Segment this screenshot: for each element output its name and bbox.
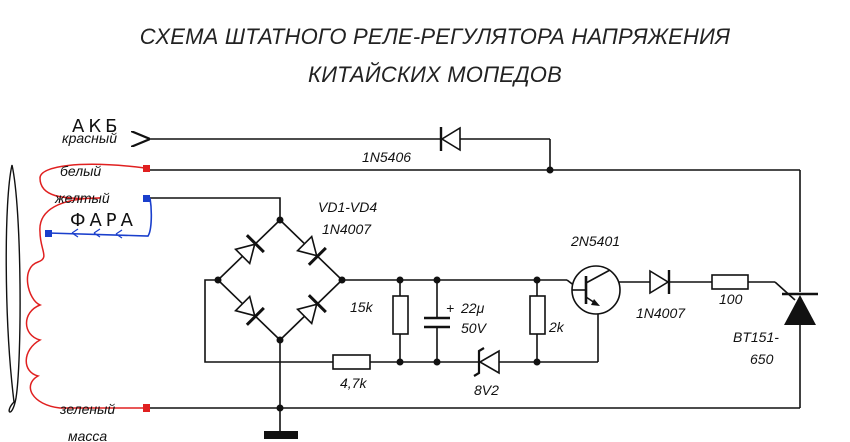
resistor-4k7	[332, 354, 371, 370]
label-diode-out: 1N4007	[636, 305, 686, 321]
terminal-fara	[45, 230, 52, 237]
label-cap-value: 22μ	[460, 300, 485, 316]
terminal-yellow	[143, 195, 150, 202]
resistor-100	[711, 274, 749, 290]
terminal-white	[143, 165, 150, 172]
zener-8v2	[473, 347, 500, 377]
label-bridge-name: VD1-VD4	[318, 199, 377, 215]
label-resistor-2k: 2k	[548, 319, 565, 335]
resistor-2k	[529, 295, 546, 335]
wire-bridge-left	[204, 279, 333, 363]
bridge-rectifier	[217, 219, 343, 341]
coil-wire-red	[25, 163, 148, 409]
handwritten-fara: ФАРА	[70, 210, 137, 231]
handwritten-akb: АКБ	[72, 116, 121, 137]
transistor-2n5401	[571, 265, 621, 315]
label-resistor-100: 100	[719, 291, 743, 307]
wire-yellow	[150, 197, 281, 220]
label-resistor-4k7: 4,7k	[340, 375, 367, 391]
fara-wire	[47, 197, 153, 237]
label-thyristor-b: 650	[750, 351, 774, 367]
label-thyristor-a: BT151-	[733, 329, 779, 345]
resistor-15k	[392, 295, 409, 335]
title-line-2: КИТАЙСКИХ МОПЕДОВ	[308, 62, 562, 87]
ground-symbol	[264, 431, 298, 439]
label-white: белый	[60, 163, 101, 179]
capacitor-22u	[424, 316, 450, 329]
label-ground: масса	[68, 428, 107, 442]
thyristor-bt151	[782, 292, 818, 325]
terminal-green	[143, 404, 150, 412]
label-red: красный	[62, 130, 117, 146]
label-bridge-part: 1N4007	[322, 221, 372, 237]
title-line-1: СХЕМА ШТАТНОГО РЕЛЕ-РЕГУЛЯТОРА НАПРЯЖЕНИ…	[139, 24, 731, 49]
diode-1n4007-out	[649, 269, 671, 295]
label-cap-plus: +	[446, 300, 454, 316]
diode-1n5406	[439, 126, 461, 152]
label-resistor-15k: 15k	[350, 299, 374, 315]
stator-coil	[5, 163, 153, 413]
label-yellow: желтый	[54, 190, 110, 206]
junction-dots	[214, 166, 554, 412]
label-diode-top: 1N5406	[362, 149, 411, 165]
label-zener: 8V2	[474, 382, 499, 398]
label-cap-voltage: 50V	[461, 320, 488, 336]
label-transistor: 2N5401	[570, 233, 620, 249]
label-green: зеленый	[59, 401, 115, 417]
